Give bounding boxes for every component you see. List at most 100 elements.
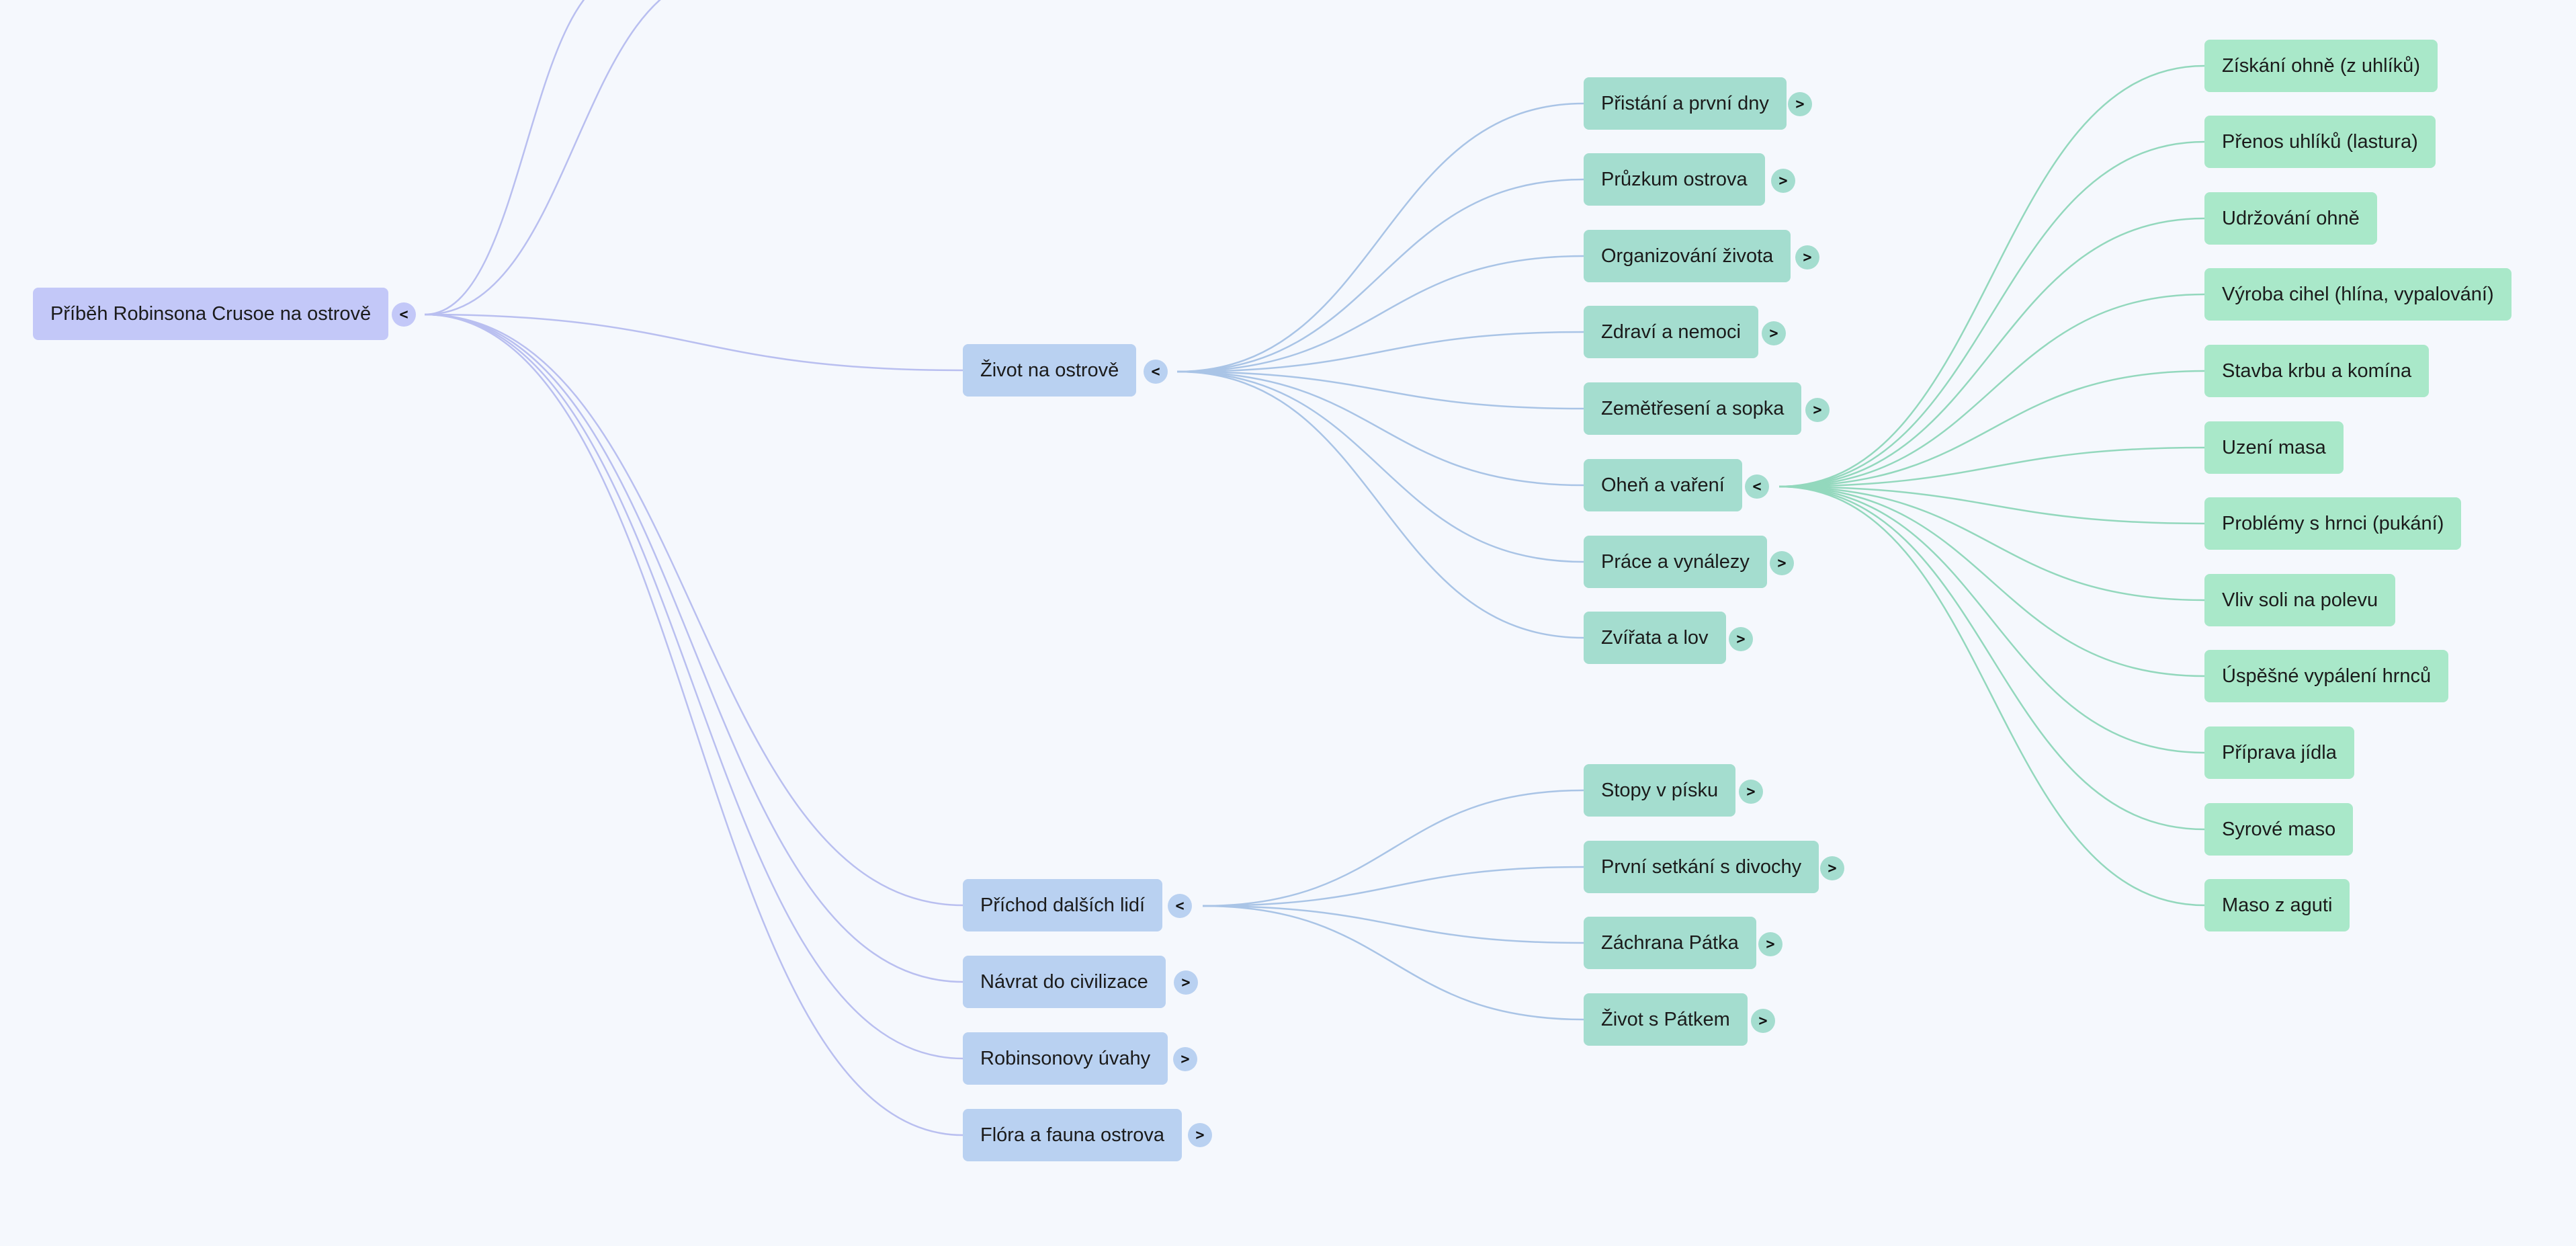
node-label: Stavba krbu a komína [2222,360,2412,382]
node-stopy-v-pisku[interactable]: Stopy v písku [1584,764,1736,817]
node-prenos-uhliku[interactable]: Přenos uhlíků (lastura) [2204,116,2436,168]
node-label: Záchrana Pátka [1601,931,1739,954]
node-label: První setkání s divochy [1601,856,1802,878]
pruzkum-ostrova-expand-toggle[interactable]: > [1771,169,1795,193]
prichod-dalsich-lidi-collapse-toggle[interactable]: < [1168,894,1192,918]
node-label: Příprava jídla [2222,741,2337,763]
navrat-do-civilizace-expand-toggle[interactable]: > [1174,970,1198,995]
node-label: Výroba cihel (hlína, vypalování) [2222,283,2494,305]
node-pruzkum-ostrova[interactable]: Průzkum ostrova [1584,153,1765,206]
node-label: Flóra a fauna ostrova [980,1124,1165,1146]
node-prichod-dalsich-lidi[interactable]: Příchod dalších lidí [963,879,1163,931]
node-label: Zdraví a nemoci [1601,321,1741,343]
node-label: Vliv soli na polevu [2222,589,2378,611]
root-connector [424,313,963,983]
node-maso-z-aguti[interactable]: Maso z aguti [2204,879,2350,931]
ohen-connector [1778,217,2205,488]
node-zdravi-a-nemoci[interactable]: Zdraví a nemoci [1584,306,1758,358]
stopy-v-pisku-expand-toggle[interactable]: > [1739,780,1763,804]
ohen-connector [1778,485,2205,677]
root-node-label: Příběh Robinsona Crusoe na ostrově [50,302,372,325]
ohen-connector [1778,485,2205,831]
node-zvirata-a-lov[interactable]: Zvířata a lov [1584,612,1726,664]
node-label: Uzení masa [2222,436,2326,458]
node-stavba-krbu-a-komina[interactable]: Stavba krbu a komína [2204,345,2430,397]
node-label: Přistání a první dny [1601,92,1769,114]
node-label: Zvířata a lov [1601,626,1709,649]
ohen-connector [1778,485,2205,754]
ohen-connector [1778,293,2205,488]
node-vyroba-cihel[interactable]: Výroba cihel (hlína, vypalování) [2204,268,2511,321]
ohen-connector [1778,140,2205,488]
zivot-connector [1176,370,1584,563]
prichod-connector [1202,905,1584,944]
ohen-connector [1778,485,2205,525]
node-label: Přenos uhlíků (lastura) [2222,130,2418,153]
zivot-connector [1176,102,1584,373]
node-prace-a-vynalezy[interactable]: Práce a vynálezy [1584,536,1767,588]
root-connector [424,313,963,1060]
node-zachrana-patka[interactable]: Záchrana Pátka [1584,917,1756,969]
node-label: Život s Pátkem [1601,1008,1730,1030]
ohen-connector [1778,485,2205,601]
node-organizovani-zivota[interactable]: Organizování života [1584,230,1791,282]
ohen-connector [1778,370,2205,488]
node-uzeni-masa[interactable]: Uzení masa [2204,421,2344,474]
prichod-connector [1202,866,1584,907]
ohen-connector [1778,485,2205,907]
zivot-na-ostrove-collapse-toggle[interactable]: < [1144,360,1168,384]
prace-a-vynalezy-expand-toggle[interactable]: > [1770,551,1794,575]
ohen-connector [1778,65,2205,488]
node-label: Maso z aguti [2222,894,2333,916]
node-label: Získání ohně (z uhlíků) [2222,54,2420,77]
pristani-a-prvni-dny-expand-toggle[interactable]: > [1788,92,1812,116]
node-robinsonovy-uvahy[interactable]: Robinsonovy úvahy [963,1032,1168,1085]
node-uspesne-vypaleni-hrncu[interactable]: Úspěšné vypálení hrnců [2204,650,2449,702]
root-collapse-toggle[interactable]: < [392,302,416,327]
zachrana-patka-expand-toggle[interactable]: > [1758,932,1783,956]
node-label: Zemětřesení a sopka [1601,397,1785,419]
node-pristani-a-prvni-dny[interactable]: Přistání a první dny [1584,77,1787,130]
node-label: Život na ostrově [980,359,1119,381]
prvni-setkani-s-divochy-expand-toggle[interactable]: > [1820,856,1844,880]
ohen-a-vareni-collapse-toggle[interactable]: < [1745,474,1769,499]
root-connector [424,0,585,316]
node-priprava-jidla[interactable]: Příprava jídla [2204,726,2354,779]
node-flora-a-fauna-ostrova[interactable]: Flóra a fauna ostrova [963,1109,1183,1161]
node-label: Práce a vynálezy [1601,550,1750,573]
node-ziskani-ohne[interactable]: Získání ohně (z uhlíků) [2204,40,2438,92]
zivot-s-patkem-expand-toggle[interactable]: > [1751,1009,1775,1033]
node-label: Úspěšné vypálení hrnců [2222,665,2432,687]
node-label: Udržování ohně [2222,207,2360,229]
node-prvni-setkani-s-divochy[interactable]: První setkání s divochy [1584,841,1819,893]
zivot-connector [1176,370,1584,487]
root-node[interactable]: Příběh Robinsona Crusoe na ostrově [33,288,389,340]
node-vliv-soli-na-polevu[interactable]: Vliv soli na polevu [2204,574,2396,626]
zivot-connector [1176,255,1584,373]
node-syrove-maso[interactable]: Syrové maso [2204,803,2354,856]
node-label: Návrat do civilizace [980,970,1148,993]
node-zivot-na-ostrove[interactable]: Život na ostrově [963,344,1137,397]
node-navrat-do-civilizace[interactable]: Návrat do civilizace [963,956,1166,1008]
zivot-connector [1176,370,1584,639]
zdravi-a-nemoci-expand-toggle[interactable]: > [1762,321,1786,345]
node-zemetreseni-a-sopka[interactable]: Zemětřesení a sopka [1584,382,1802,435]
organizovani-zivota-expand-toggle[interactable]: > [1795,245,1819,269]
node-label: Robinsonovy úvahy [980,1047,1151,1069]
node-udrzovani-ohne[interactable]: Udržování ohně [2204,192,2377,245]
node-ohen-a-vareni[interactable]: Oheň a vaření [1584,459,1742,511]
zemetreseni-a-sopka-expand-toggle[interactable]: > [1805,398,1830,422]
node-label: Stopy v písku [1601,779,1719,801]
zvirata-a-lov-expand-toggle[interactable]: > [1729,627,1753,651]
robinsonovy-uvahy-expand-toggle[interactable]: > [1173,1047,1197,1071]
node-problemy-s-hrnci[interactable]: Problémy s hrnci (pukání) [2204,497,2462,550]
root-connector [424,313,963,1136]
flora-a-fauna-ostrova-expand-toggle[interactable]: > [1188,1123,1212,1147]
zivot-connector [1176,178,1584,373]
node-label: Organizování života [1601,245,1774,267]
root-connector [424,0,662,316]
node-zivot-s-patkem[interactable]: Život s Pátkem [1584,993,1748,1046]
root-connector [424,313,963,372]
